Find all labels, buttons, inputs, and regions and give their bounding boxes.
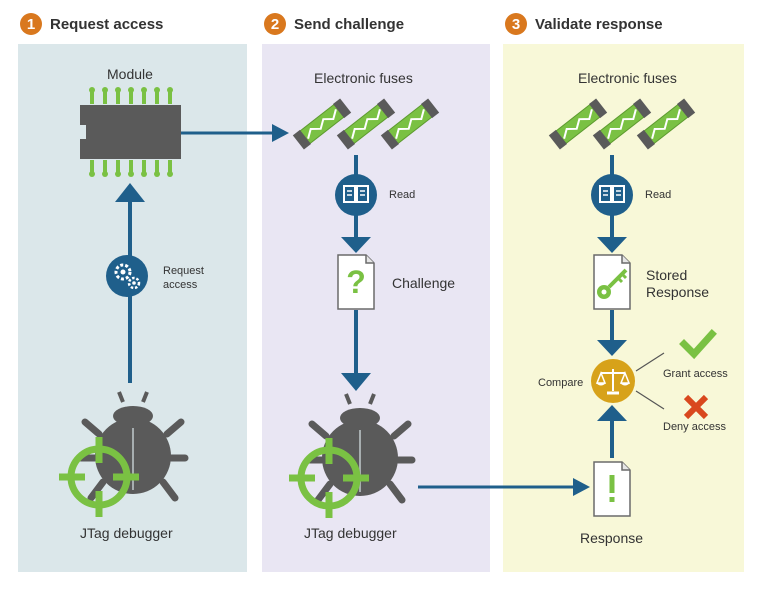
arrow-response-to-compare [597,405,627,458]
request-access-label: Request access [163,265,204,291]
fuses-label: Electronic fuses [314,70,413,86]
challenge-label: Challenge [392,275,456,291]
module-label: Module [107,66,153,82]
step-number-badge: 2 [264,13,286,35]
deny-access-label: Deny access [663,421,726,433]
check-icon [679,329,717,360]
exclamation-document-icon [593,461,631,517]
arrow-debugger-to-response [418,478,590,496]
arrow-stored-to-compare [597,310,627,356]
read-label: Read [645,189,672,201]
step-header-2: 2 Send challenge [264,13,404,35]
step-number-badge: 3 [505,13,527,35]
scales-icon [591,359,635,403]
debugger-label: JTag debugger [304,525,397,541]
book-icon [590,173,634,217]
step-title: Request access [50,15,164,33]
arrow-challenge-to-debugger [341,310,371,391]
step-title: Send challenge [294,15,405,33]
step-number-badge: 1 [20,13,42,35]
read-label: Read [389,189,416,201]
arrow-module-to-fuses [181,124,289,142]
branch-lines [635,352,665,410]
cross-icon [683,394,709,420]
book-icon [334,173,378,217]
compare-label: Compare [538,377,584,389]
key-document-icon [593,254,631,310]
electronic-fuses-icon [291,97,441,151]
module-chip-icon [80,87,181,177]
step-header-1: 1 Request access [20,13,163,35]
question-document-icon: ? [337,254,375,310]
step-title: Validate response [535,15,663,33]
step-header-3: 3 Validate response [505,13,663,35]
svg-text:?: ? [346,264,366,300]
electronic-fuses-icon [547,97,697,151]
gears-icon [106,255,148,297]
stored-response-label: Stored Response [646,267,710,300]
debugger-label: JTag debugger [80,525,173,541]
response-label: Response [580,530,644,546]
fuses-label: Electronic fuses [578,70,677,86]
grant-access-label: Grant access [663,368,728,380]
